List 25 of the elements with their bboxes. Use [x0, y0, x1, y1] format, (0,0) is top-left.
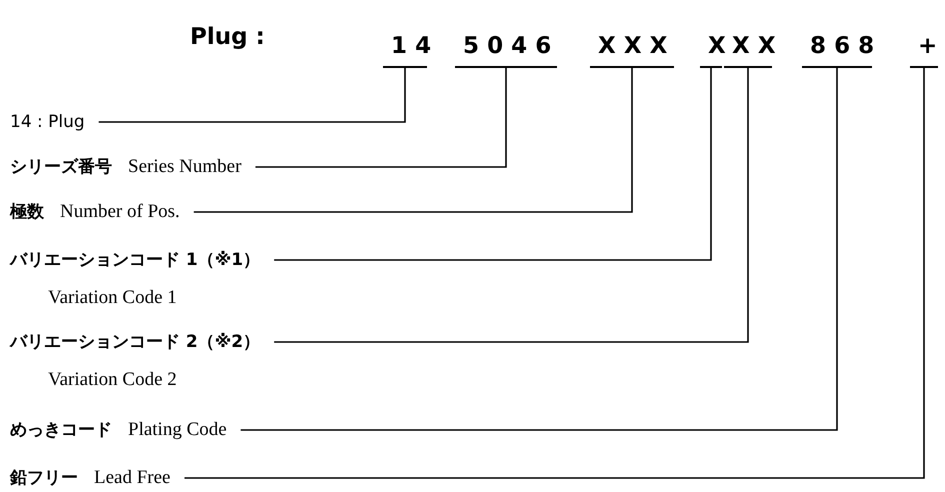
leader-line — [255, 68, 507, 168]
english-label: Series Number — [128, 156, 242, 177]
english-label: Lead Free — [94, 467, 170, 488]
japanese-label: バリエーションコード 2（※2） — [10, 332, 260, 352]
series-heading: Plug : — [190, 24, 265, 50]
code-digits: XXX — [590, 24, 674, 68]
code-digits: 5046 — [455, 24, 557, 68]
english-label: Number of Pos. — [60, 201, 180, 222]
leader-line — [274, 68, 712, 261]
code-digits: 868 — [802, 24, 872, 68]
leader-line — [240, 68, 838, 431]
japanese-label: シリーズ番号 — [10, 157, 112, 177]
english-label: Variation Code 2 — [47, 369, 177, 391]
code-digits: + — [910, 24, 938, 68]
leader-line — [274, 68, 749, 343]
leader-line — [194, 68, 633, 213]
description-label: 14 : Plug — [10, 109, 99, 135]
japanese-label: 極数 — [10, 202, 44, 222]
japanese-label: バリエーションコード 1（※1） — [10, 250, 260, 270]
leader-line — [98, 68, 406, 123]
leader-line — [184, 68, 925, 479]
english-label: Plating Code — [128, 419, 227, 440]
japanese-label: 鉛フリー — [10, 468, 78, 488]
english-label: Variation Code 1 — [47, 287, 177, 309]
japanese-label: めっきコード — [10, 420, 112, 440]
